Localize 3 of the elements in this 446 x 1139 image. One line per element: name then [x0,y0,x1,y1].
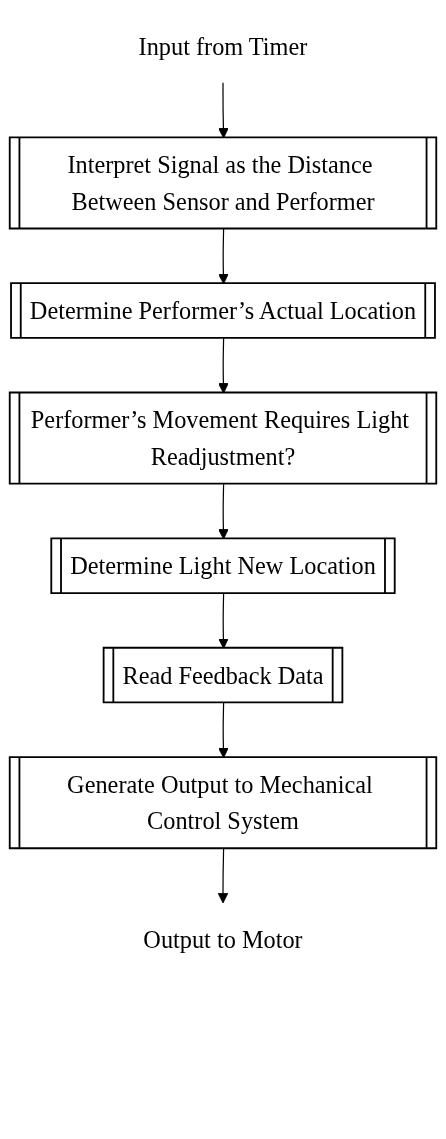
node-text: Input from Timer [138,32,308,60]
arrow [217,848,229,904]
node-text: Output to Motor [143,926,303,953]
